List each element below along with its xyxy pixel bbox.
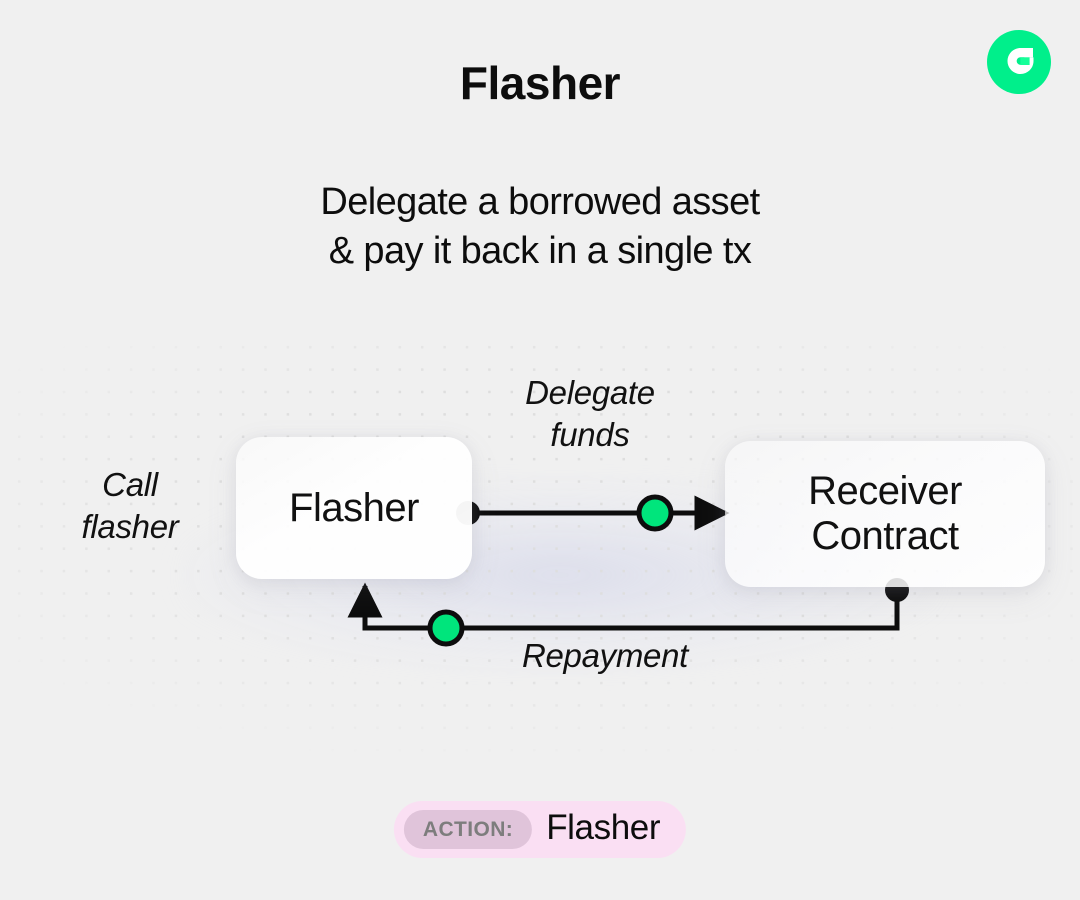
page-title: Flasher	[459, 57, 621, 109]
action-badge: ACTION: Flasher	[393, 801, 687, 858]
node-receiver-contract[interactable]: Receiver Contract	[725, 441, 1045, 587]
token-dot-repayment	[427, 609, 465, 647]
action-chip-label: ACTION:	[403, 810, 533, 849]
flow-diagram: Flasher Receiver Contract Call flasher D…	[0, 330, 1080, 760]
subtitle-line-1: Delegate a borrowed asset	[320, 181, 760, 223]
node-flasher[interactable]: Flasher	[236, 437, 472, 579]
edge-repayment	[347, 582, 900, 631]
subtitle-line-2: & pay it back in a single tx	[328, 230, 752, 273]
node-flasher-label: Flasher	[289, 485, 419, 530]
page-subtitle: Delegate a borrowed asset & pay it back …	[0, 178, 1080, 277]
edge-label-repayment: Repayment	[521, 637, 689, 674]
action-value: Flasher	[546, 808, 661, 847]
flow-logo-icon	[987, 30, 1051, 94]
edge-label-delegate-funds: Delegate funds	[525, 374, 655, 453]
node-receiver-contract-label: Receiver Contract	[808, 469, 962, 558]
token-dot-delegate	[636, 494, 674, 532]
edge-label-call-flasher: Call flasher	[81, 466, 179, 545]
